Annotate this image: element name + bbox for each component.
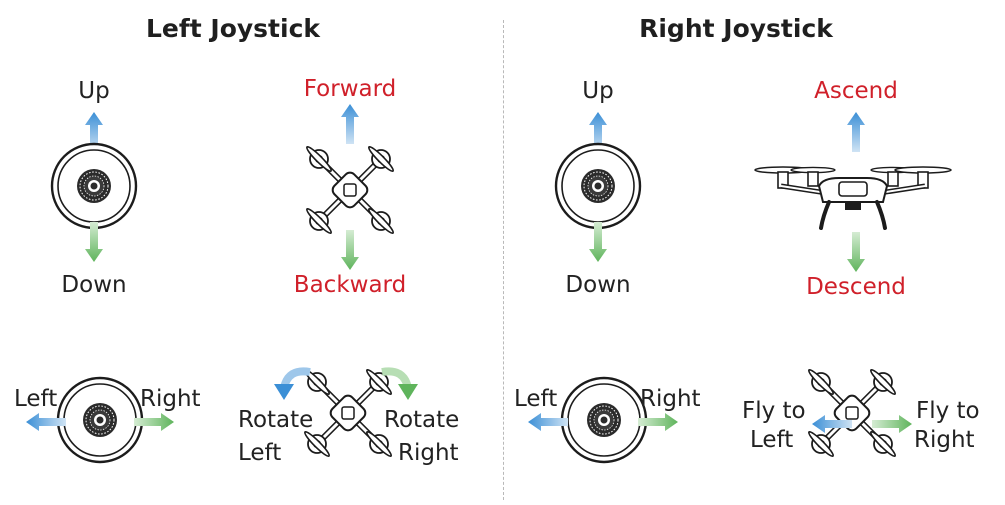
left-label: Left: [514, 386, 558, 412]
right-joystick-title: Right Joystick: [639, 14, 833, 43]
rotate-right-label-line2: Right: [398, 440, 459, 466]
right-label: Right: [640, 386, 701, 412]
rotate-left-label-line2: Left: [238, 440, 282, 466]
quadcopter-top-view-icon: [303, 368, 393, 458]
joystick-icon: [560, 376, 648, 464]
descend-label: Descend: [806, 274, 906, 300]
ascend-arrow-icon: [847, 112, 865, 152]
fly-right-arrow-icon: [872, 415, 912, 433]
down-label: Down: [565, 272, 631, 298]
forward-label: Forward: [303, 76, 397, 102]
down-label: Down: [61, 272, 127, 298]
quadcopter-top-view-icon: [807, 368, 897, 458]
descend-arrow-icon: [847, 232, 865, 272]
rotate-left-label-line1: Rotate: [238, 407, 314, 433]
forward-arrow-icon: [341, 104, 359, 144]
joystick-icon: [554, 142, 642, 230]
fly-right-label-line1: Fly to: [916, 398, 980, 424]
backward-label: Backward: [293, 272, 407, 298]
fly-left-label-line2: Left: [750, 427, 794, 453]
panel-divider: [503, 20, 504, 500]
ascend-label: Ascend: [814, 78, 898, 104]
fly-right-label-line2: Right: [914, 427, 975, 453]
right-label: Right: [140, 386, 201, 412]
joystick-icon: [56, 376, 144, 464]
left-joystick-title: Left Joystick: [145, 14, 321, 43]
backward-arrow-icon: [341, 230, 359, 270]
joystick-icon: [50, 142, 138, 230]
rotate-left-arrow-icon: [274, 371, 310, 400]
rotate-right-label-line1: Rotate: [384, 407, 460, 433]
up-label: Up: [78, 78, 110, 104]
left-label: Left: [14, 386, 58, 412]
up-label: Up: [582, 78, 614, 104]
quadcopter-top-view-icon: [305, 145, 395, 235]
fly-left-label-line1: Fly to: [742, 398, 806, 424]
quadcopter-side-view-icon: [755, 167, 951, 228]
